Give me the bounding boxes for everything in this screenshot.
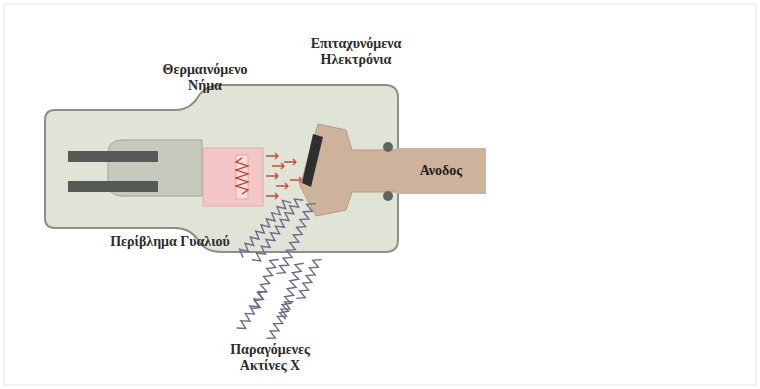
electron-arrow <box>272 163 284 169</box>
electron-arrow <box>284 159 296 165</box>
part-label: Θερμαινόμενο Νήμα <box>150 62 260 94</box>
x-ray-wave <box>296 260 321 299</box>
part-label: Επιταχυνόμενα Ηλεκτρόνια <box>296 36 416 68</box>
electron-arrow <box>266 193 278 199</box>
x-ray-wave <box>276 204 315 274</box>
glass-envelope <box>45 85 398 252</box>
part-label: Παραγόμενες Ακτίνες Χ <box>210 342 330 374</box>
part-label: Περίβλημα Γυαλιού <box>80 234 260 250</box>
cathode-lead <box>68 181 158 192</box>
frame <box>4 4 756 385</box>
x-ray-wave <box>240 200 291 257</box>
seal-ring <box>383 191 393 201</box>
anode-rod: Ανοδος <box>396 148 486 194</box>
electron-beam <box>266 153 302 199</box>
anode-body <box>300 124 398 216</box>
cathode-lead <box>68 151 158 162</box>
x-ray-wave <box>266 302 293 338</box>
filament-housing <box>203 148 263 206</box>
node-text: Ανοδος <box>420 163 463 179</box>
anode-target <box>302 134 323 187</box>
x-ray-wave <box>237 292 268 329</box>
heated-filament <box>236 158 248 194</box>
filament-cup <box>236 155 248 199</box>
x-ray-waves <box>237 199 322 338</box>
electron-arrow <box>266 153 278 159</box>
electron-arrow <box>290 177 302 183</box>
electron-arrow <box>276 183 288 189</box>
seal-ring <box>383 142 393 152</box>
electron-arrow <box>266 173 278 179</box>
